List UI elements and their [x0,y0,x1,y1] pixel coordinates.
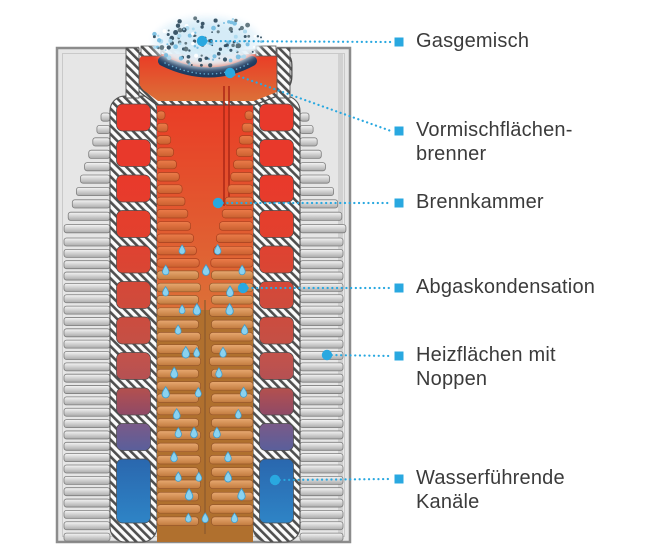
leader-abgaskondensation [237,282,404,294]
label-line: Gasgemisch [416,30,530,52]
anchor-dot [196,35,208,47]
label-marker-square [394,474,404,484]
label-line: Abgaskondensation [416,276,596,298]
heat-block [116,387,151,416]
anchor-dot [237,282,249,294]
water-column-left [109,95,158,543]
label-line: brenner [416,143,487,165]
leader-brennkammer [212,197,404,209]
water-channel-block [259,458,294,524]
heat-block [259,103,294,132]
outer-gray-fins [63,112,347,542]
leader-line [200,39,393,44]
heat-block [259,245,294,274]
leader-line [325,353,393,358]
heat-block [116,174,151,203]
heat-block [259,139,294,167]
anchor-dot [212,197,224,209]
leader-heizflaechen-mit-noppen [321,349,404,361]
label-line: Vormischflächen- [416,119,573,141]
label-brennkammer: Brennkammer [416,190,651,214]
heat-block [259,210,294,238]
label-heizflaechen-mit-noppen: Heizflächen mit Noppen [416,343,651,391]
heat-block [259,387,294,416]
label-marker-square [394,37,404,47]
heat-block [116,423,151,451]
burner-mount-right [276,47,291,99]
label-gasgemisch: Gasgemisch [416,29,651,53]
label-line: Brennkammer [416,191,544,213]
label-marker-square [394,126,404,136]
leader-gasgemisch [196,35,404,47]
heat-block [116,316,151,345]
label-line: Heizflächen mit [416,344,556,366]
heat-block [116,139,151,167]
label-vormischflaechenbrenner: Vormischflächen- brenner [416,118,651,166]
label-marker-square [394,351,404,361]
leader-vormischflaechenbrenner [224,67,404,136]
heat-block [116,210,151,238]
premix-surface-burner [158,56,257,78]
label-line: Noppen [416,368,488,390]
label-marker-square [394,198,404,208]
heat-block [259,174,294,203]
anchor-dot [321,349,333,361]
heat-block [259,352,294,380]
anchor-dot [269,474,281,486]
nub-fins [156,110,254,526]
heat-block [259,316,294,345]
heat-block [116,281,151,309]
heat-block [116,245,151,274]
label-abgaskondensation: Abgaskondensation [416,275,651,299]
leader-wasserfuehrende-kanaele [269,474,404,486]
label-marker-square [394,283,404,293]
heat-block [259,423,294,451]
condensate-droplets [161,243,249,523]
water-channel-block [116,458,151,524]
water-column-right [252,95,301,543]
leader-line [228,71,393,133]
label-line: Kanäle [416,491,480,513]
heat-block [259,281,294,309]
leader-line [273,477,393,482]
heat-block [116,103,151,132]
label-wasserfuehrende-kanaele: Wasserführende Kanäle [416,466,651,514]
burner-mount-left [125,47,140,99]
heat-block [116,352,151,380]
label-line: Wasserführende [416,467,565,489]
anchor-dot [224,67,236,79]
